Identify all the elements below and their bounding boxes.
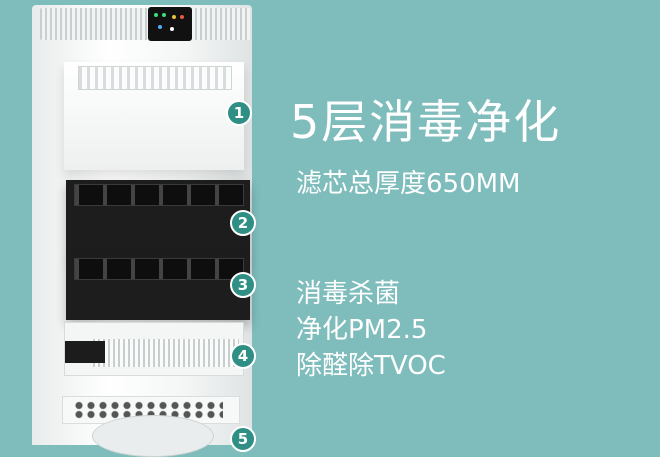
honeycomb-pattern: [73, 401, 223, 419]
hepa-pleats: [93, 339, 239, 367]
filter-thickness-text: 滤芯总厚度650MM: [296, 169, 521, 199]
headline: 5层消毒净化: [290, 95, 562, 149]
layer-badge-3: 3: [230, 272, 256, 298]
filter-layer-5-honeycomb: [62, 396, 240, 424]
carbon-grid-pattern: [74, 184, 244, 206]
uv-lamp: [65, 341, 105, 363]
product-scene: 1 2 3 4 5 5层消毒净化 滤芯总厚度650MM 消毒杀菌 净化PM2.5…: [32, 5, 562, 457]
layer-badge-4: 4: [230, 343, 256, 369]
layer-badge-5: 5: [230, 426, 256, 452]
filter-layer-3-carbon: [66, 254, 250, 320]
carbon-grid-pattern: [74, 258, 244, 280]
feature-disinfection: 消毒杀菌: [296, 279, 401, 309]
filter-layer-2-carbon: [66, 180, 250, 256]
pleated-filter-pattern: [78, 66, 232, 90]
filter-layer-4-uv-hepa: [64, 322, 244, 376]
feature-formaldehyde-tvoc: 除醛除TVOC: [296, 351, 446, 381]
filter-layer-1-white: [64, 62, 244, 170]
control-display: [148, 7, 192, 41]
fan-icon: [92, 415, 214, 457]
layer-badge-2: 2: [230, 210, 256, 236]
top-vent-grille: [40, 8, 250, 40]
layer-badge-1: 1: [226, 100, 252, 126]
feature-pm25: 净化PM2.5: [296, 315, 428, 345]
